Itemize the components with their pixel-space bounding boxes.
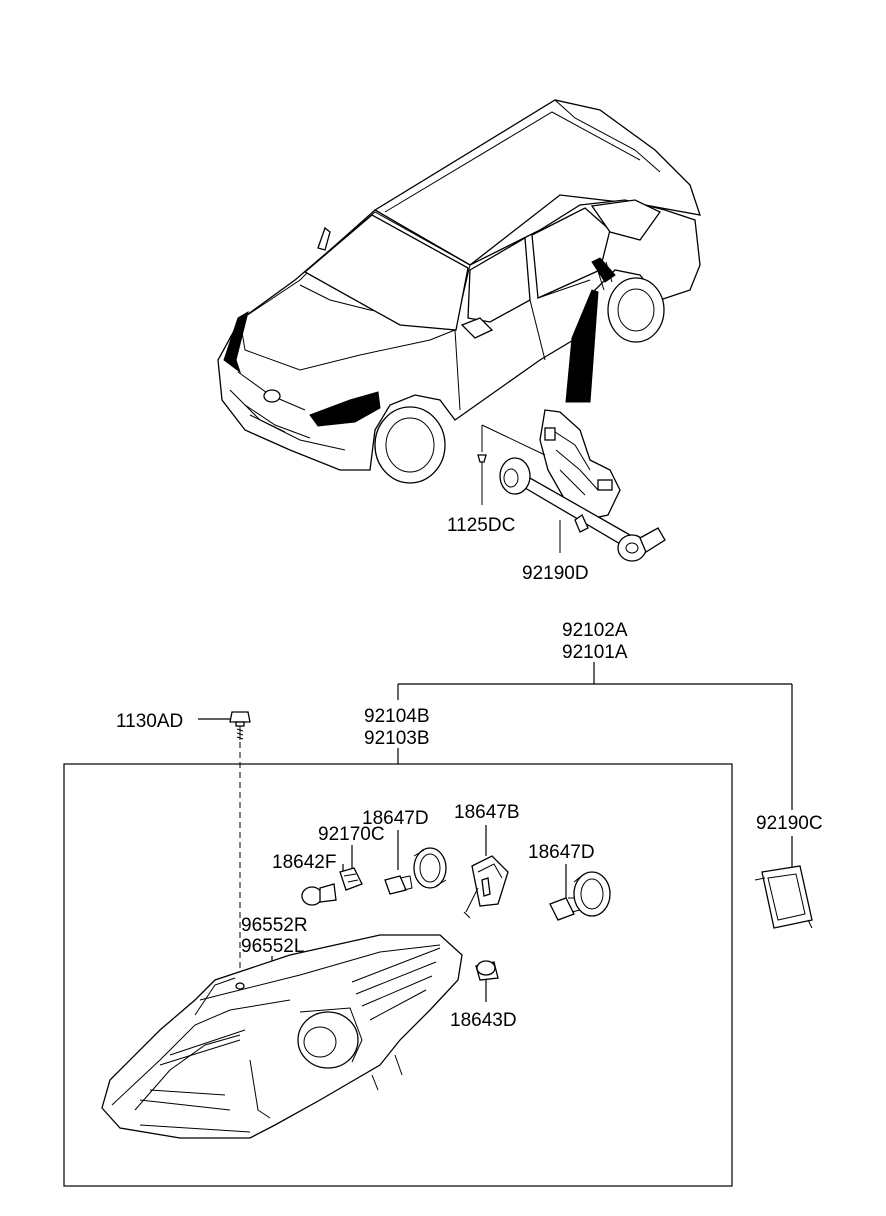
bracket-part bbox=[754, 865, 813, 929]
bulb-18642F bbox=[301, 883, 337, 906]
label-1130AD: 1130AD bbox=[116, 711, 183, 732]
label-18647D-b: 18647D bbox=[528, 842, 595, 863]
label-92170C: 92170C bbox=[318, 824, 385, 845]
tree-lines-top bbox=[397, 662, 793, 810]
leveling-actuator-assembly bbox=[477, 409, 666, 562]
bulb-18643D bbox=[475, 960, 499, 981]
label-18643D: 18643D bbox=[450, 1010, 517, 1031]
label-92103B: 92103B bbox=[364, 728, 430, 749]
socket-92170C bbox=[339, 867, 363, 891]
label-92190C: 92190C bbox=[756, 813, 823, 834]
cap-18647D-b bbox=[573, 871, 611, 917]
cap-18647D-a bbox=[413, 847, 447, 889]
label-92190D: 92190D bbox=[522, 563, 589, 584]
label-92101A: 92101A bbox=[562, 642, 628, 663]
label-1125DC: 1125DC bbox=[447, 515, 515, 536]
headlamp-housing bbox=[101, 934, 463, 1139]
label-18647D-a: 18647D bbox=[362, 808, 429, 829]
vehicle-illustration bbox=[217, 99, 701, 484]
label-18642F: 18642F bbox=[272, 852, 336, 873]
label-96552R: 96552R bbox=[241, 915, 308, 936]
label-96552L: 96552L bbox=[241, 936, 304, 957]
label-92102A: 92102A bbox=[562, 620, 628, 641]
hid-bulb-18647B bbox=[463, 855, 509, 919]
leader-lines bbox=[271, 825, 567, 1002]
bulb-18647D-a bbox=[384, 875, 413, 895]
label-92104B: 92104B bbox=[364, 706, 430, 727]
headlamp-frame bbox=[63, 763, 733, 1187]
bolt-part bbox=[229, 711, 251, 985]
label-18647B: 18647B bbox=[454, 802, 520, 823]
